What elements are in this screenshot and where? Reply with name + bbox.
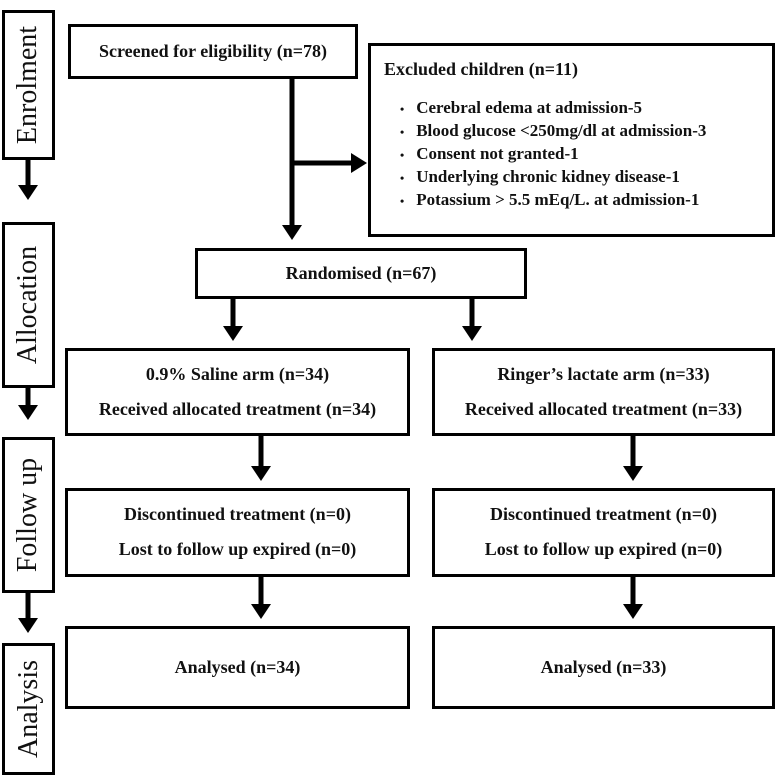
bullet-icon: • bbox=[400, 125, 405, 139]
screened-label: Screened for eligibility (n=78) bbox=[98, 40, 328, 61]
stage-label-followup: Follow up bbox=[12, 457, 44, 573]
stage-box-followup: Follow up bbox=[2, 437, 55, 593]
screened-to-excluded-arrow bbox=[292, 153, 367, 173]
list-item: • Potassium > 5.5 mEq/L. at admission-1 bbox=[384, 190, 766, 213]
lactate-to-followup-arrow bbox=[623, 436, 643, 481]
list-item: • Cerebral edema at admission-5 bbox=[384, 98, 766, 121]
list-item: • Consent not granted-1 bbox=[384, 144, 766, 167]
enrolment-to-allocation-arrow bbox=[18, 160, 38, 200]
bullet-icon: • bbox=[400, 194, 405, 208]
randomised-to-lactate-arrow bbox=[462, 299, 482, 341]
saline-arm-box: 0.9% Saline arm (n=34) Received allocate… bbox=[65, 348, 410, 436]
list-item: • Blood glucose <250mg/dl at admission-3 bbox=[384, 121, 766, 144]
lactate-analysed-label: Analysed (n=33) bbox=[540, 656, 667, 677]
excluded-reason-list: • Cerebral edema at admission-5 • Blood … bbox=[384, 98, 766, 213]
saline-arm-title: 0.9% Saline arm (n=34) bbox=[145, 363, 330, 384]
screened-box: Screened for eligibility (n=78) bbox=[68, 24, 358, 79]
saline-to-followup-arrow bbox=[251, 436, 271, 481]
randomised-label: Randomised (n=67) bbox=[285, 262, 437, 283]
lactate-arm-title: Ringer’s lactate arm (n=33) bbox=[497, 363, 710, 384]
stage-label-allocation: Allocation bbox=[12, 245, 44, 365]
saline-arm-received: Received allocated treatment (n=34) bbox=[98, 398, 377, 419]
saline-followup-box: Discontinued treatment (n=0) Lost to fol… bbox=[65, 488, 410, 577]
saline-analysed-box: Analysed (n=34) bbox=[65, 626, 410, 709]
lactate-discontinued: Discontinued treatment (n=0) bbox=[490, 504, 717, 525]
excluded-reason: Cerebral edema at admission-5 bbox=[416, 98, 643, 117]
excluded-title: Excluded children (n=11) bbox=[384, 59, 578, 79]
excluded-reason: Underlying chronic kidney disease-1 bbox=[416, 167, 680, 186]
bullet-icon: • bbox=[400, 148, 405, 162]
followup-to-analysis-arrow bbox=[18, 593, 38, 633]
screened-to-randomised-arrow bbox=[282, 79, 302, 240]
lactate-to-analysed-arrow bbox=[623, 577, 643, 619]
allocation-to-followup-arrow bbox=[18, 388, 38, 420]
excluded-reason: Blood glucose <250mg/dl at admission-3 bbox=[416, 121, 707, 140]
excluded-reason: Potassium > 5.5 mEq/L. at admission-1 bbox=[416, 190, 700, 209]
bullet-icon: • bbox=[400, 102, 405, 116]
stage-box-allocation: Allocation bbox=[2, 222, 55, 388]
lactate-followup-box: Discontinued treatment (n=0) Lost to fol… bbox=[432, 488, 775, 577]
saline-lost: Lost to follow up expired (n=0) bbox=[118, 539, 357, 559]
list-item: • Underlying chronic kidney disease-1 bbox=[384, 167, 766, 190]
lactate-arm-received: Received allocated treatment (n=33) bbox=[464, 398, 743, 419]
randomised-box: Randomised (n=67) bbox=[195, 248, 527, 299]
excluded-reason: Consent not granted-1 bbox=[416, 144, 579, 163]
saline-analysed-label: Analysed (n=34) bbox=[174, 656, 301, 677]
randomised-to-saline-arrow bbox=[223, 299, 243, 341]
saline-discontinued: Discontinued treatment (n=0) bbox=[124, 504, 351, 525]
lactate-lost: Lost to follow up expired (n=0) bbox=[484, 539, 723, 559]
bullet-icon: • bbox=[400, 171, 405, 185]
stage-label-analysis: Analysis bbox=[12, 660, 44, 758]
lactate-arm-box: Ringer’s lactate arm (n=33) Received all… bbox=[432, 348, 775, 436]
stage-box-analysis: Analysis bbox=[2, 643, 55, 775]
stage-box-enrolment: Enrolment bbox=[2, 10, 55, 160]
lactate-analysed-box: Analysed (n=33) bbox=[432, 626, 775, 709]
excluded-box: Excluded children (n=11) • Cerebral edem… bbox=[368, 43, 775, 237]
stage-label-enrolment: Enrolment bbox=[12, 25, 44, 145]
saline-to-analysed-arrow bbox=[251, 577, 271, 619]
